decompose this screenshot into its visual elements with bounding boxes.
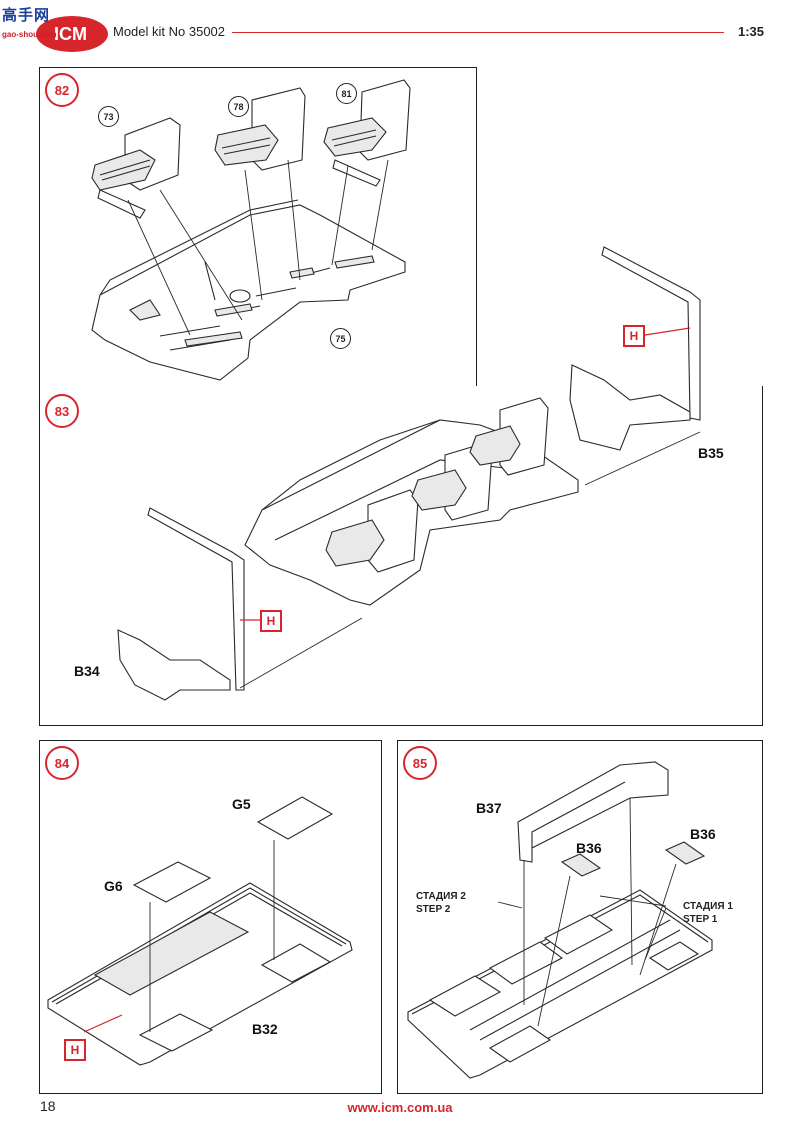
stage-1-label: СТАДИЯ 1 STEP 1 [683,900,733,926]
part-number-73: 73 [98,106,119,127]
part-label-g6: G6 [104,878,123,894]
part-label-b36-left: B36 [576,840,602,856]
part-number-75: 75 [330,328,351,349]
stage-2-en: STEP 2 [416,904,451,915]
scale-label: 1:35 [737,24,764,39]
step-84-drawing [47,796,353,1066]
step-number-82: 82 [45,73,79,107]
page-number: 18 [40,1098,56,1114]
paint-tag-h-left: H [260,610,282,632]
header-rule [232,32,724,33]
part-label-b32: B32 [252,1021,278,1037]
model-title: Model kit No 35002 [113,24,226,39]
svg-text:ICM: ICM [54,24,87,44]
stage-2-label: СТАДИЯ 2 STEP 2 [416,890,466,916]
stage-2-ru: СТАДИЯ 2 [416,891,466,902]
icm-logo: ICM [36,16,108,52]
part-label-b37: B37 [476,800,502,816]
watermark-url: gao-shou.com [2,30,57,39]
part-label-b35: B35 [698,445,724,461]
part-label-g5: G5 [232,796,251,812]
footer-url[interactable]: www.icm.com.ua [347,1100,453,1115]
step-number-85: 85 [403,746,437,780]
step-82-drawing [91,79,411,381]
part-number-78: 78 [228,96,249,117]
stage-1-ru: СТАДИЯ 1 [683,901,733,912]
page-header: ICM 高手网 gao-shou.com Model kit No 35002 … [0,0,800,62]
stage-1-en: STEP 1 [683,914,718,925]
part-label-b34: B34 [74,663,100,679]
step-number-84: 84 [45,746,79,780]
paint-tag-h-right: H [623,325,645,347]
step-number-83: 83 [45,394,79,428]
part-label-b36-right: B36 [690,826,716,842]
step-83-drawing [117,246,701,701]
paint-tag-h: H [64,1039,86,1061]
watermark-text: 高手网 [2,7,51,24]
step-85-drawing [407,761,713,1079]
part-number-81: 81 [336,83,357,104]
